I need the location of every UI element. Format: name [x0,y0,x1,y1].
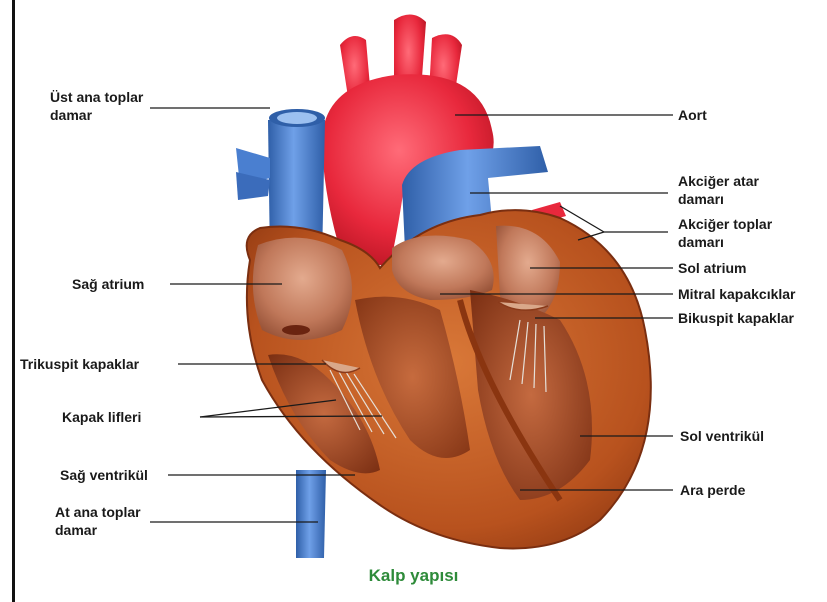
label-trikuspit-kapaklar: Trikuspit kapaklar [20,355,139,373]
label-akciger-toplar-line1: Akciğer toplar [678,215,772,233]
label-akciger-atar-line1: Akciğer atar [678,172,759,190]
label-akciger-atar-line2: damarı [678,190,759,208]
label-aort: Aort [678,106,707,124]
label-sol-ventrikul: Sol ventrikül [680,427,764,445]
label-sag-atrium: Sağ atrium [72,275,144,293]
inferior-vena-cava [296,470,326,558]
label-sol-atrium: Sol atrium [678,259,746,277]
label-sag-ventrikul: Sağ ventrikül [60,466,148,484]
label-bikuspit-kapaklar: Bikuspit kapaklar [678,309,794,327]
label-akciger-toplar-damari: Akciğer toplar damarı [678,215,772,251]
label-at-line1: At ana toplar [55,503,141,521]
label-akciger-atar-damari: Akciğer atar damarı [678,172,759,208]
label-akciger-toplar-line2: damarı [678,233,772,251]
label-ara-perde: Ara perde [680,481,745,499]
label-ust-ana-toplar-damar: Üst ana toplar damar [50,88,143,124]
label-ust-line2: damar [50,106,143,124]
label-kapak-lifleri: Kapak lifleri [62,408,141,426]
label-mitral-kapakciklar: Mitral kapakcıklar [678,285,796,303]
figure-caption: Kalp yapısı [0,566,827,586]
label-ust-line1: Üst ana toplar [50,88,143,106]
label-at-ana-toplar-damar: At ana toplar damar [55,503,141,539]
label-at-line2: damar [55,521,141,539]
right-atrium-chamber [253,238,352,340]
